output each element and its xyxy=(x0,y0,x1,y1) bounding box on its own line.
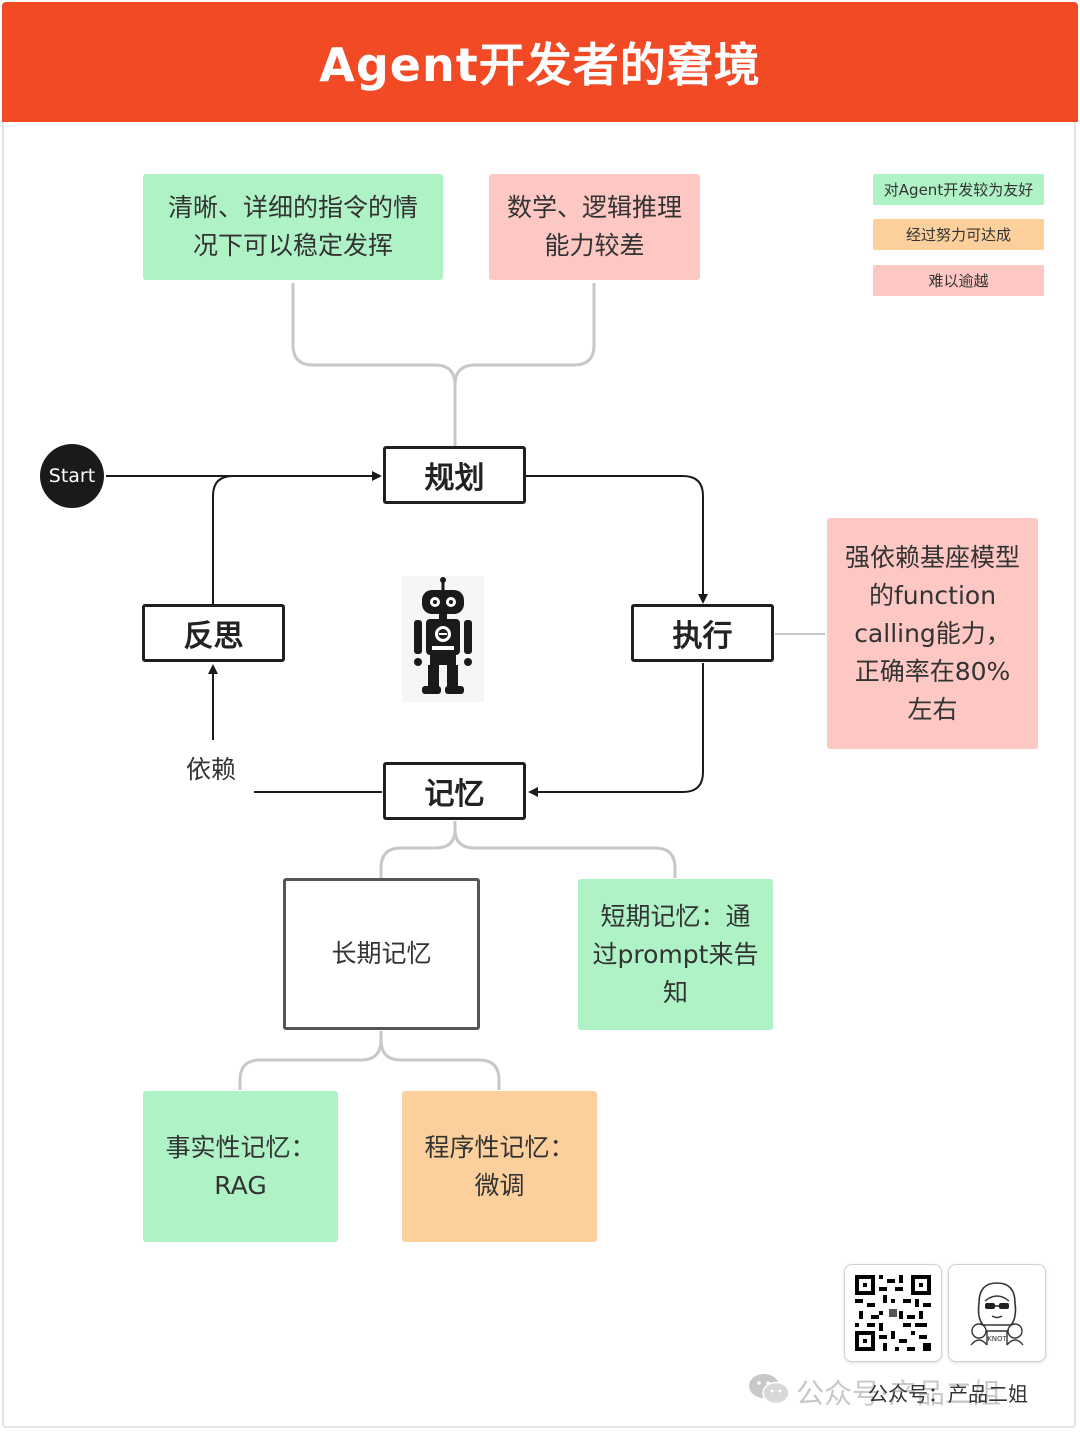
bracket-top-right xyxy=(453,283,596,386)
avatar-illustration-icon: KNOT xyxy=(970,1282,1024,1346)
node-plan: 规划 xyxy=(383,446,526,504)
node-memory: 记忆 xyxy=(383,762,526,820)
avatar-caption: KNOT xyxy=(987,1335,1007,1343)
legend-friendly: 对Agent开发较为友好 xyxy=(873,174,1044,205)
qr-code-icon xyxy=(855,1275,931,1351)
footer-source-text: 公众号：产品二姐 xyxy=(868,1382,1028,1406)
bracket-memory xyxy=(379,821,457,878)
memory-short-term: 短期记忆：通过prompt来告知 xyxy=(578,879,773,1030)
memory-procedural-text: 程序性记忆：微调 xyxy=(424,1132,575,1200)
edge-label-depend: 依赖 xyxy=(186,755,237,784)
node-reflect: 反思 xyxy=(142,604,285,662)
memory-procedural: 程序性记忆：微调 xyxy=(402,1091,597,1242)
memory-long-term-text: 长期记忆 xyxy=(331,939,432,968)
note-function-calling-text: 强依赖基座模型的function calling能力，正确率在80%左右 xyxy=(844,542,1020,724)
avatar-card: KNOT xyxy=(948,1264,1046,1362)
bracket-top xyxy=(291,283,457,447)
edge-reflect-plan xyxy=(212,475,300,604)
memory-factual-text: 事实性记忆：RAG xyxy=(165,1132,316,1200)
bracket-longterm xyxy=(238,1031,383,1090)
legend-achievable: 经过努力可达成 xyxy=(873,219,1044,250)
note-instruction: 清晰、详细的指令的情况下可以稳定发挥 xyxy=(143,174,443,280)
note-math: 数学、逻辑推理能力较差 xyxy=(489,174,700,280)
node-execute: 执行 xyxy=(631,604,774,662)
edge-execute-memory xyxy=(528,663,704,797)
start-node: Start xyxy=(40,444,104,508)
page-title: Agent开发者的窘境 xyxy=(319,38,761,92)
legend-hard: 难以逾越 xyxy=(873,265,1044,296)
note-math-text: 数学、逻辑推理能力较差 xyxy=(506,193,682,260)
note-instruction-text: 清晰、详细的指令的情况下可以稳定发挥 xyxy=(167,193,418,260)
bracket-memory-right xyxy=(453,829,677,878)
header-banner: Agent开发者的窘境 xyxy=(2,2,1078,122)
robot-icon xyxy=(402,576,484,702)
memory-long-term: 长期记忆 xyxy=(283,878,480,1030)
watermark-text: 公众号·产品二姐 xyxy=(796,1377,1001,1410)
wechat-icon xyxy=(749,1374,790,1405)
memory-short-term-text: 短期记忆：通过prompt来告知 xyxy=(592,901,759,1007)
note-function-calling: 强依赖基座模型的function calling能力，正确率在80%左右 xyxy=(827,518,1038,749)
memory-factual: 事实性记忆：RAG xyxy=(143,1091,338,1242)
qr-code-card xyxy=(844,1264,942,1362)
edge-plan-execute xyxy=(526,475,708,604)
footer-watermark: 公众号·产品二姐 公众号：产品二姐 xyxy=(748,1370,1048,1410)
bracket-longterm-right xyxy=(379,1039,501,1090)
